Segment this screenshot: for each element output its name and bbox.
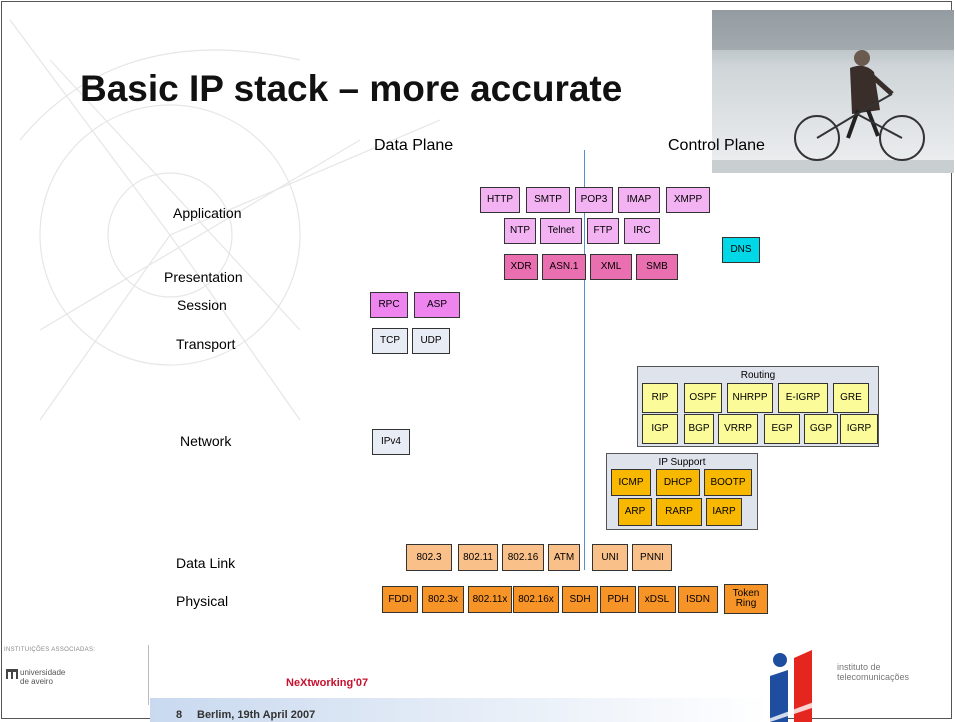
protocol-box-asn1: ASN.1 (542, 254, 586, 280)
protocol-box-iarp: IARP (706, 498, 742, 526)
protocol-box-igp: IGP (642, 414, 678, 444)
protocol-box-atm: ATM (548, 544, 580, 571)
layer-label-network: Network (180, 433, 232, 449)
institute-name: instituto de telecomunicações (837, 662, 909, 682)
layer-label-physical: Physical (176, 593, 229, 609)
it-logo-icon (760, 650, 830, 722)
university-name-line2: de aveiro (20, 677, 53, 686)
ip-support-group-label: IP Support (658, 457, 706, 468)
protocol-box-igrp: IGRP (840, 414, 878, 444)
data-plane-label: Data Plane (374, 137, 454, 154)
protocol-box-isdn: ISDN (678, 586, 718, 613)
protocol-box-sdh: SDH (562, 586, 598, 613)
protocol-box-smtp: SMTP (526, 187, 570, 213)
layer-label-presentation: Presentation (164, 269, 243, 285)
protocol-box-smb: SMB (636, 254, 678, 280)
protocol-box-pop3: POP3 (575, 187, 613, 213)
routing-group-label: Routing (740, 370, 776, 381)
protocol-box-dns: DNS (722, 237, 760, 263)
protocol-box-pdh: PDH (600, 586, 636, 613)
protocol-box-telnet: Telnet (540, 218, 582, 244)
university-logo-icon (6, 669, 18, 679)
institute-name-line2: telecomunicações (837, 672, 910, 682)
protocol-box-tcp: TCP (372, 328, 408, 354)
background-compass-decoration (9, 19, 441, 421)
protocol-box-bgp: BGP (684, 414, 714, 444)
cyclist-photo (712, 10, 954, 173)
control-plane-label: Control Plane (668, 137, 765, 154)
footer-bar (150, 698, 770, 722)
protocol-box-xdsl: xDSL (638, 586, 676, 613)
protocol-box-ftp: FTP (587, 218, 619, 244)
protocol-box-802-3x: 802.3x (422, 586, 464, 613)
protocol-box-rarp: RARP (656, 498, 702, 526)
protocol-box-xdr: XDR (504, 254, 538, 280)
protocol-box-e-igrp: E-IGRP (778, 383, 828, 413)
protocol-box-udp: UDP (412, 328, 450, 354)
protocol-box-irc: IRC (624, 218, 660, 244)
protocol-box-asp: ASP (414, 292, 460, 318)
layer-label-application: Application (173, 205, 242, 221)
protocol-box-http: HTTP (480, 187, 520, 213)
protocol-box-egp: EGP (764, 414, 800, 444)
protocol-box-802-11: 802.11 (458, 544, 498, 571)
protocol-box-fddi: FDDI (382, 586, 418, 613)
protocol-box-xmpp: XMPP (666, 187, 710, 213)
footer-divider (148, 645, 149, 705)
university-name: universidade de aveiro (20, 668, 65, 686)
protocol-box-vrrp: VRRP (718, 414, 758, 444)
protocol-box-802-16x: 802.16x (513, 586, 559, 613)
layer-label-session: Session (177, 297, 227, 313)
protocol-box-dhcp: DHCP (656, 469, 700, 496)
protocol-box-rip: RIP (642, 383, 678, 413)
protocol-box-ipv4: IPv4 (372, 429, 410, 455)
protocol-box-icmp: ICMP (611, 469, 651, 496)
event-date: Berlim, 19th April 2007 (197, 709, 316, 721)
protocol-box-pnni: PNNI (632, 544, 672, 571)
protocol-box-imap: IMAP (618, 187, 660, 213)
protocol-box-ospf: OSPF (684, 383, 722, 413)
protocol-box-802-11x: 802.11x (468, 586, 512, 613)
event-name: NeXtworking'07 (286, 677, 369, 689)
institutions-associated-label: INSTITUIÇÕES ASSOCIADAS: (4, 647, 96, 653)
slide-title: Basic IP stack – more accurate (80, 68, 623, 109)
protocol-box-rpc: RPC (370, 292, 408, 318)
protocol-box-gre: GRE (833, 383, 869, 413)
institute-name-line1: instituto de (837, 662, 881, 672)
plane-divider-line (584, 150, 585, 570)
protocol-box-ggp: GGP (804, 414, 838, 444)
protocol-box-802-16: 802.16 (502, 544, 544, 571)
layer-label-transport: Transport (176, 336, 236, 352)
university-name-line1: universidade (20, 668, 66, 677)
protocol-box-arp: ARP (618, 498, 652, 526)
layer-label-data-link: Data Link (176, 555, 236, 571)
protocol-box-uni: UNI (592, 544, 628, 571)
protocol-box-802-3: 802.3 (406, 544, 452, 571)
protocol-box-token-ring: Token Ring (724, 584, 768, 614)
slide-number: 8 (176, 709, 183, 721)
protocol-box-nhrpp: NHRPP (727, 383, 773, 413)
protocol-box-bootp: BOOTP (704, 469, 752, 496)
protocol-box-ntp: NTP (504, 218, 536, 244)
protocol-box-xml: XML (590, 254, 632, 280)
